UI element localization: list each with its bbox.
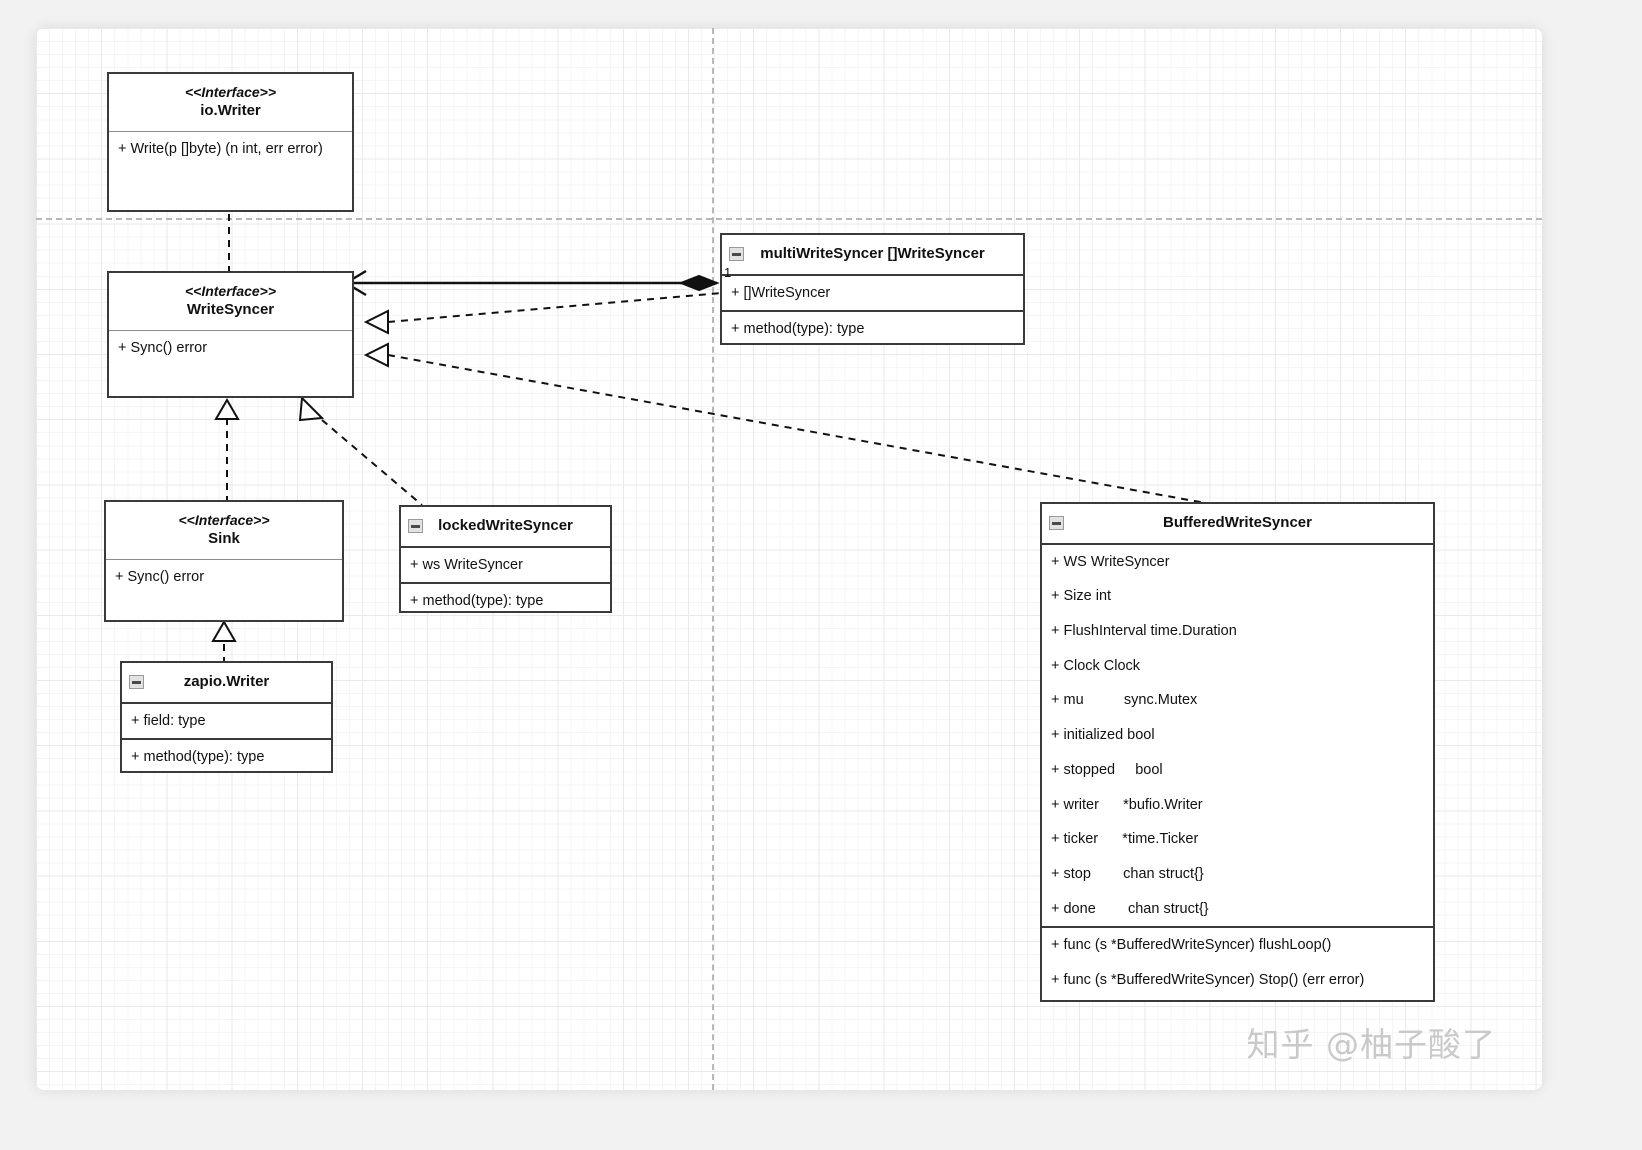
stereotype-label: <<Interface>>: [178, 512, 270, 528]
connector-bufferedwritesyncer-realizes-writesyncer: [363, 342, 1223, 507]
method-row: + method(type): type: [131, 749, 265, 766]
class-locked-write-syncer[interactable]: lockedWriteSyncer + ws WriteSyncer + met…: [399, 505, 612, 613]
field-row: + Write(p []byte) (n int, err error): [118, 141, 323, 158]
class-title: zapio.Writer: [183, 673, 270, 690]
class-sink[interactable]: <<Interface>> Sink + Sync() error: [104, 500, 344, 622]
fields-section: + ws WriteSyncer: [401, 548, 610, 583]
connector-multiwritesyncer-realizes-writesyncer: [363, 292, 723, 335]
stereotype-label: <<Interface>>: [184, 84, 277, 100]
field-row: + Sync() error: [115, 569, 205, 586]
methods-section: + method(type): type: [722, 310, 1023, 347]
field-row: + writer *bufio.Writer: [1051, 796, 1203, 813]
stereotype-label: <<Interface>>: [184, 283, 277, 299]
class-io-writer[interactable]: <<Interface>> io.Writer + Write(p []byte…: [107, 72, 354, 212]
fields-section: + Write(p []byte) (n int, err error): [109, 132, 352, 167]
class-title: Sink: [208, 530, 240, 548]
field-row: + initialized bool: [1051, 727, 1155, 744]
class-title: multiWriteSyncer []WriteSyncer: [760, 245, 985, 262]
method-row: + func (s *BufferedWriteSyncer) Stop() (…: [1051, 971, 1365, 988]
connector-lockedwritesyncer-realizes-writesyncer: [298, 395, 423, 506]
class-title: io.Writer: [200, 102, 261, 120]
page-guide-vertical: [712, 28, 714, 1090]
class-title: WriteSyncer: [186, 301, 275, 319]
class-header: <<Interface>> io.Writer: [109, 74, 352, 133]
methods-section: + method(type): type: [401, 582, 610, 619]
field-row: + field: type: [131, 712, 206, 729]
field-row: + Sync() error: [118, 340, 208, 357]
field-row: + ticker *time.Ticker: [1051, 831, 1199, 848]
fields-section: + []WriteSyncer: [722, 276, 1023, 311]
field-row: + stopped bool: [1051, 761, 1163, 778]
field-row: + Clock Clock: [1051, 657, 1141, 674]
methods-section: + method(type): type: [122, 738, 331, 775]
minimize-icon[interactable]: [1049, 516, 1064, 531]
fields-section: + field: type: [122, 704, 331, 739]
class-header: zapio.Writer: [122, 663, 331, 704]
class-zapio-writer[interactable]: zapio.Writer + field: type + method(type…: [120, 661, 333, 773]
page-guide-horizontal: [36, 218, 1542, 220]
field-row: + []WriteSyncer: [731, 284, 831, 301]
field-row: + ws WriteSyncer: [410, 556, 523, 573]
fields-section: + WS WriteSyncer + Size int + FlushInter…: [1042, 545, 1433, 926]
connector-multiwritesyncer-composes-writesyncer: [343, 269, 720, 297]
connector-sink-realizes-writesyncer: [214, 398, 240, 500]
method-row: + method(type): type: [410, 593, 544, 610]
fields-section: + Sync() error: [106, 560, 342, 595]
watermark-label: 知乎 @柚子酸了: [1246, 1025, 1496, 1064]
diagram-canvas[interactable]: <<Interface>> io.Writer + Write(p []byte…: [36, 28, 1542, 1090]
connector-zapiowriter-realizes-sink: [211, 620, 237, 661]
field-row: + done chan struct{}: [1051, 900, 1209, 917]
field-row: + Size int: [1051, 588, 1112, 605]
field-row: + stop chan struct{}: [1051, 865, 1204, 882]
class-title: lockedWriteSyncer: [438, 517, 573, 534]
multiplicity-label: 1: [724, 265, 732, 280]
minimize-icon[interactable]: [129, 675, 144, 690]
class-multi-write-syncer[interactable]: multiWriteSyncer []WriteSyncer + []Write…: [720, 233, 1025, 345]
class-buffered-write-syncer[interactable]: BufferedWriteSyncer + WS WriteSyncer + S…: [1040, 502, 1435, 1002]
class-header: BufferedWriteSyncer: [1042, 504, 1433, 545]
class-write-syncer[interactable]: <<Interface>> WriteSyncer + Sync() error: [107, 271, 354, 398]
field-row: + WS WriteSyncer: [1051, 553, 1170, 570]
class-header: <<Interface>> Sink: [106, 502, 342, 561]
class-title: BufferedWriteSyncer: [1163, 514, 1312, 531]
field-row: + FlushInterval time.Duration: [1051, 623, 1237, 640]
minimize-icon[interactable]: [729, 247, 744, 262]
minimize-icon[interactable]: [408, 519, 423, 534]
class-header: <<Interface>> WriteSyncer: [109, 273, 352, 332]
method-row: + func (s *BufferedWriteSyncer) flushLoo…: [1051, 937, 1332, 954]
class-header: multiWriteSyncer []WriteSyncer: [722, 235, 1023, 276]
class-header: lockedWriteSyncer: [401, 507, 610, 548]
method-row: + method(type): type: [731, 321, 865, 338]
fields-section: + Sync() error: [109, 331, 352, 366]
field-row: + mu sync.Mutex: [1051, 692, 1198, 709]
methods-section: + func (s *BufferedWriteSyncer) flushLoo…: [1042, 926, 1433, 997]
